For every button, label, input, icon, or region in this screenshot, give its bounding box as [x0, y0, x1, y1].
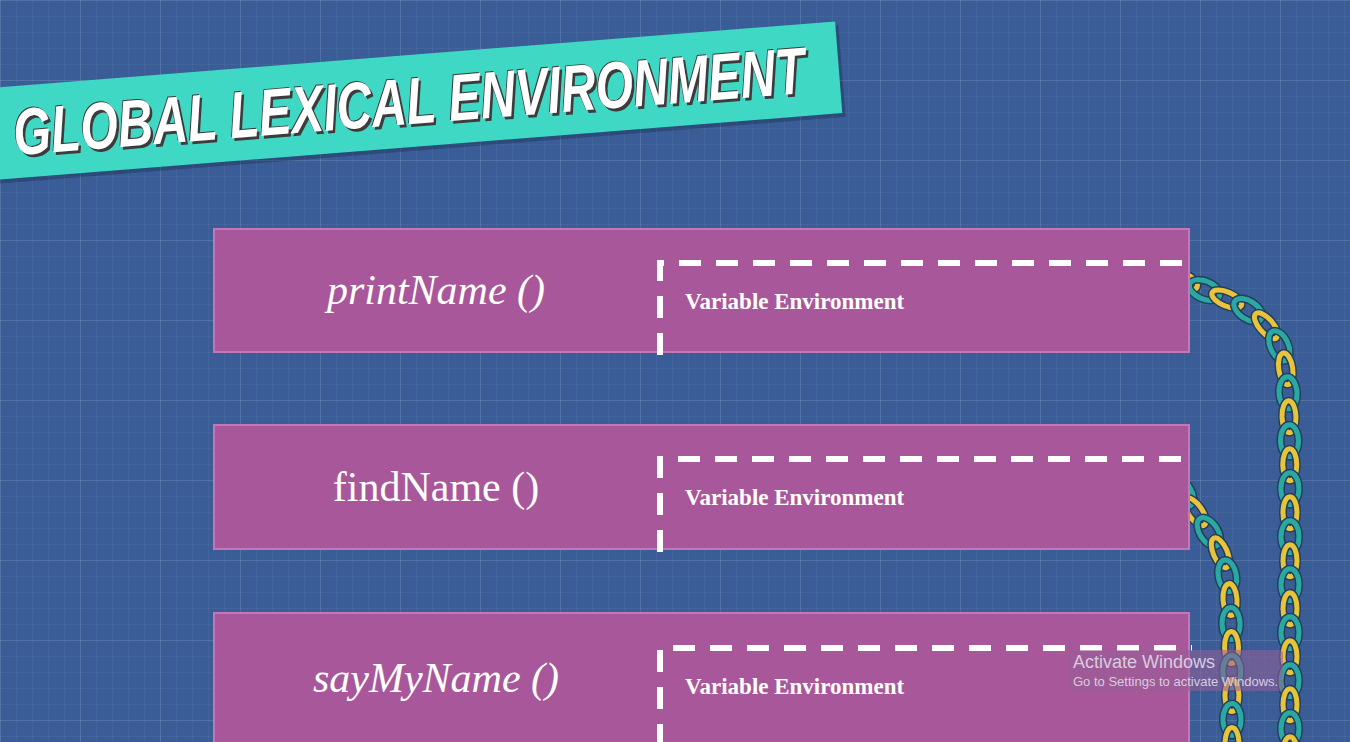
- variable-environment-box: Variable Environment: [657, 456, 1192, 552]
- function-band: sayMyName () Variable Environment: [213, 612, 1190, 742]
- chain-link: [1283, 737, 1297, 742]
- variable-environment-box: Variable Environment: [657, 260, 1192, 355]
- function-band: printName () Variable Environment: [213, 228, 1190, 353]
- function-band: findName () Variable Environment: [213, 424, 1190, 550]
- watermark-text: Activate Windows: [1073, 651, 1278, 673]
- function-name: printName (): [215, 265, 657, 315]
- title-banner: GLOBAL LEXICAL ENVIRONMENT: [0, 21, 842, 180]
- environment-label: Variable Environment: [685, 456, 904, 512]
- function-name: sayMyName (): [215, 653, 657, 703]
- chain-link-outline: [1283, 737, 1297, 742]
- chain-link-ring: [1283, 737, 1297, 742]
- chain-link-ring: [1225, 728, 1239, 742]
- function-name: findName (): [215, 462, 657, 512]
- chain-link: [1225, 728, 1239, 742]
- watermark: Activate WindowsGo to Settings to activa…: [1068, 650, 1283, 691]
- diagram-title: GLOBAL LEXICAL ENVIRONMENT: [11, 37, 807, 165]
- environment-label: Variable Environment: [685, 260, 904, 316]
- environment-label: Variable Environment: [685, 645, 904, 701]
- watermark-text: Go to Settings to activate Windows.: [1073, 673, 1278, 690]
- chain-link-outline: [1225, 728, 1239, 742]
